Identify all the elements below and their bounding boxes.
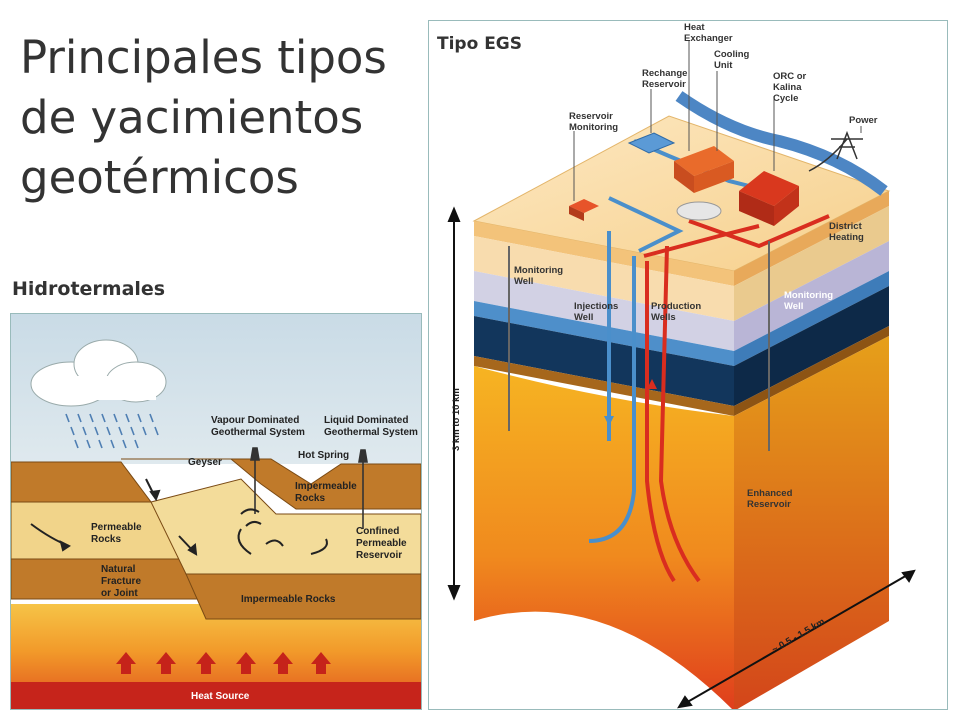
injection-label-1: Injections (574, 301, 618, 312)
liquid-label-1: Liquid Dominated (324, 415, 408, 426)
right-face-strata (734, 191, 889, 711)
cooling-label-2: Unit (714, 60, 733, 71)
monitoring-well-right-1: Monitoring (784, 290, 833, 301)
geyser-label: Geyser (188, 457, 222, 468)
hydrothermal-diagram: Vapour Dominated Geothermal System Liqui… (10, 313, 422, 710)
orc-label-1: ORC or (773, 71, 807, 82)
monitoring-well-left-2: Well (514, 276, 533, 287)
slide-title: Principales tipos de yacimientos geotérm… (20, 31, 387, 204)
fracture-label-2: Fracture (101, 576, 141, 587)
leader-lines (573, 41, 862, 201)
permeable-label-2: Rocks (91, 534, 121, 545)
heat-exchanger (676, 201, 722, 221)
heat-exchanger-label-1: Heat (684, 22, 705, 33)
heat-source-bar (11, 682, 421, 709)
well-liquid (358, 449, 368, 529)
vapour-label-2: Geothermal System (211, 427, 305, 438)
reservoir-monitoring-label-1: Reservoir (569, 111, 613, 122)
production-label-2: Wells (651, 312, 676, 323)
orc-label-3: Cycle (773, 93, 798, 104)
recharge-label-1: Rechange (642, 68, 687, 79)
injection-arrow-icon (604, 416, 614, 426)
egs-diagram: Tipo EGS (428, 20, 948, 711)
impermeable-top-2: Rocks (295, 493, 325, 504)
heat-arrows (116, 652, 331, 674)
district-label-2: Heating (829, 232, 864, 243)
injection-label-2: Well (574, 312, 593, 323)
impermeable-bottom-label: Impermeable Rocks (241, 594, 336, 605)
monitoring-well-left-1: Monitoring (514, 265, 563, 276)
monitoring-building (569, 199, 599, 221)
width-dimension (677, 569, 916, 709)
confined-label-3: Reservoir (356, 550, 402, 561)
heat-exchanger-label-2: Exchanger (684, 33, 733, 44)
heat-source-label: Heat Source (191, 691, 250, 702)
cooling-unit (674, 146, 734, 193)
wells (508, 231, 770, 583)
depth-dimension (447, 206, 461, 601)
permeable-label-1: Permeable (91, 522, 142, 533)
impermeable-top-1: Impermeable (295, 481, 357, 492)
depth-label: 3 km to 10 km (451, 388, 462, 451)
confined-label-1: Confined (356, 526, 399, 537)
power-tower-icon (808, 130, 863, 172)
hot-spring-label: Hot Spring (298, 450, 349, 461)
enhanced-reservoir-label-2: Reservoir (747, 499, 791, 510)
production-arrow-icon (647, 379, 657, 389)
power-label: Power (849, 115, 878, 126)
well-vapour (250, 447, 260, 514)
cooling-label-1: Cooling (714, 49, 750, 60)
enhanced-reservoir-label-1: Enhanced (747, 488, 793, 499)
monitoring-well-right-2: Well (784, 301, 803, 312)
rain-icon (65, 413, 159, 449)
cloud-icon (30, 339, 167, 407)
power-plant (739, 171, 799, 226)
orc-label-2: Kalina (773, 82, 802, 93)
fracture-label-3: or Joint (101, 588, 138, 599)
label-hidrotermales: Hidrotermales (12, 278, 166, 300)
river (675, 91, 888, 196)
reservoir-monitoring-label-2: Monitoring (569, 122, 618, 133)
district-label-1: District (829, 221, 863, 232)
label-tipo-egs: Tipo EGS (437, 34, 522, 54)
left-face-strata (474, 221, 734, 711)
recharge-reservoir (627, 132, 676, 154)
production-label-1: Production (651, 301, 701, 312)
fracture-label-1: Natural (101, 564, 136, 575)
left-top-layer (10, 461, 152, 503)
vapour-label-1: Vapour Dominated (211, 415, 299, 426)
recharge-label-2: Reservoir (642, 79, 686, 90)
confined-label-2: Permeable (356, 538, 407, 549)
flow-arrows (30, 478, 328, 556)
liquid-label-2: Geothermal System (324, 427, 418, 438)
